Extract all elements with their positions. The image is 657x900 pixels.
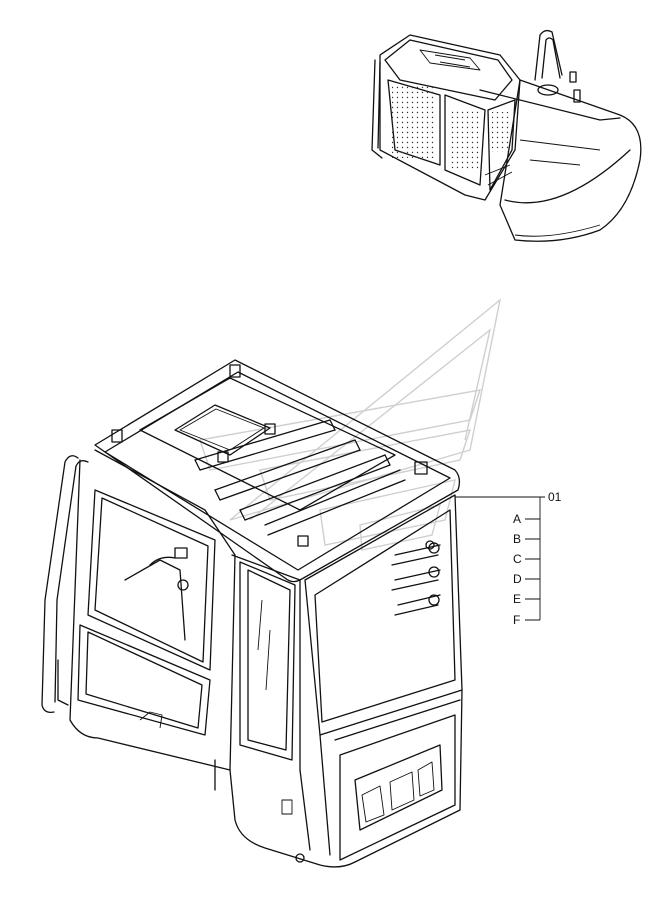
callout-ref-e: E — [513, 592, 521, 606]
callout-leader — [455, 496, 545, 621]
logo-watermark-icon — [199, 298, 502, 551]
callout-ref-d: D — [513, 572, 522, 586]
operator-cab-icon — [41, 359, 463, 868]
callout-main-ref: 01 — [548, 490, 562, 504]
callout-ref-c: C — [513, 552, 522, 566]
callout-ref-b: B — [513, 532, 521, 546]
excavator-overview-icon — [371, 29, 642, 242]
callout-ref-f: F — [513, 613, 520, 627]
callout-ref-a: A — [513, 512, 521, 526]
